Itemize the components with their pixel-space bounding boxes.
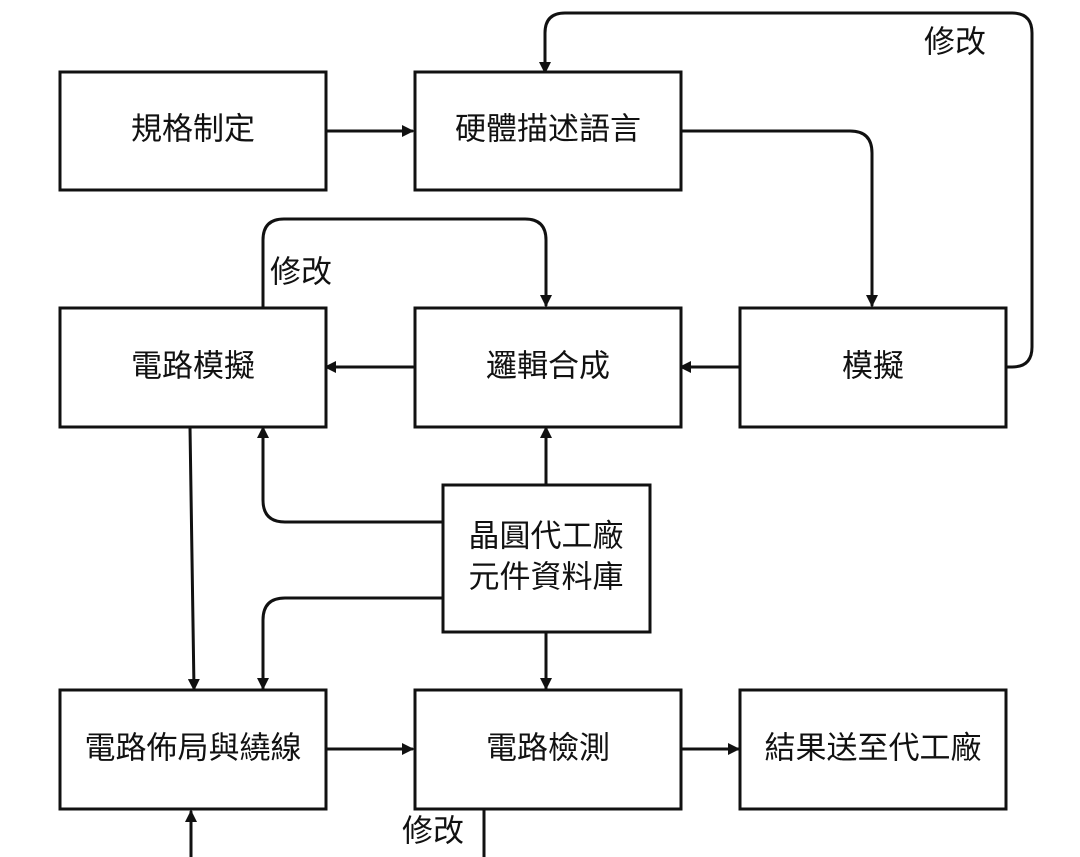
edge-circuit-sim-to-layout <box>187 425 200 691</box>
modify-bottom-label: 修改 <box>402 814 464 850</box>
node-synth: 邏輯合成 <box>413 306 683 429</box>
node-layout: 電路佈局與繞線 <box>58 688 328 811</box>
node-send-label: 結果送至代工廠 <box>765 731 982 767</box>
edge-hdl-to-sim <box>679 129 878 307</box>
modify-mid-label: 修改 <box>270 255 332 291</box>
node-circuit-sim: 電路模擬 <box>58 306 328 429</box>
node-circuit-sim-label: 電路模擬 <box>131 349 255 385</box>
node-send: 結果送至代工廠 <box>738 688 1008 811</box>
edge-circuit-sim-to-synth-feedback <box>261 217 552 309</box>
node-sim: 模擬 <box>738 306 1008 429</box>
edge-library-to-circuit-sim <box>257 426 445 524</box>
node-synth-label: 邏輯合成 <box>486 349 610 385</box>
edge-sim-to-hdl-feedback <box>539 11 1034 369</box>
node-layout-label: 電路佈局與繞線 <box>85 731 302 767</box>
node-library: 晶圓代工廠 元件資料庫 <box>441 483 652 634</box>
node-library-label-line2: 元件資料庫 <box>469 560 624 596</box>
node-spec: 規格制定 <box>58 70 328 192</box>
node-spec-label: 規格制定 <box>131 112 255 148</box>
node-library-label-line1: 晶圓代工廠 <box>469 519 624 555</box>
node-check-label: 電路檢測 <box>486 731 610 767</box>
node-hdl: 硬體描述語言 <box>413 70 683 192</box>
node-hdl-label: 硬體描述語言 <box>455 112 641 148</box>
modify-top-label: 修改 <box>924 25 986 61</box>
node-sim-label: 模擬 <box>842 349 904 385</box>
node-check: 電路檢測 <box>413 688 683 811</box>
edge-library-to-layout <box>257 596 445 690</box>
